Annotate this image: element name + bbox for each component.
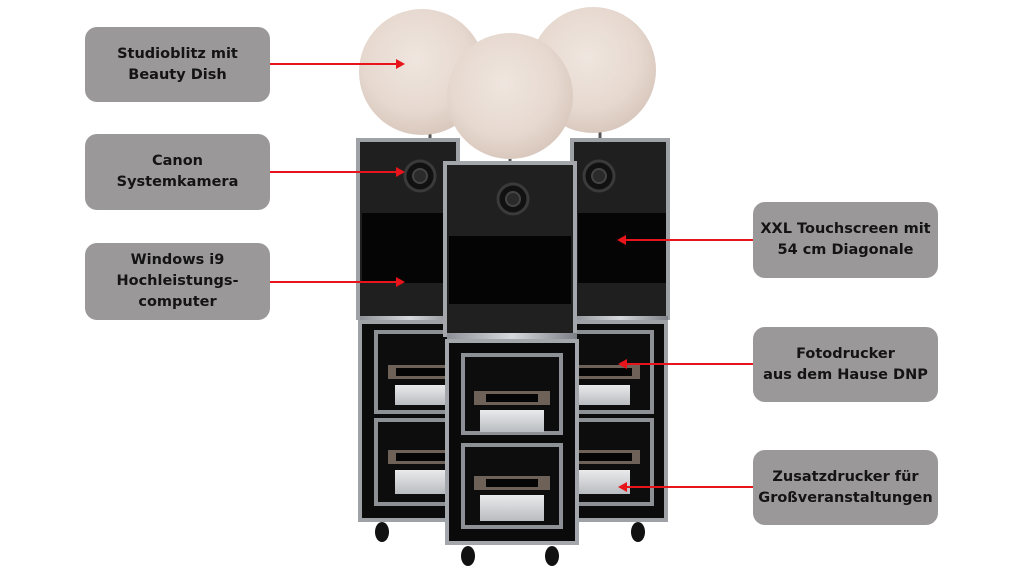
label-line: Systemkamera	[116, 174, 239, 190]
label-line: Fotodrucker	[796, 345, 895, 362]
arrow-kamera	[270, 167, 405, 177]
beauty-dish-lamp-front	[447, 33, 573, 170]
front-booth-upper-case	[443, 161, 577, 337]
label-line: Zusatzdrucker für	[772, 468, 919, 485]
arrow-zusatzdrucker	[618, 482, 753, 492]
label-studioblitz: Studioblitz mit Beauty Dish	[85, 27, 270, 102]
label-line: Hochleistungs-	[116, 273, 239, 289]
arrow-studioblitz	[270, 59, 405, 69]
label-line: Beauty Dish	[128, 66, 227, 83]
label-touchscreen: XXL Touchscreen mit 54 cm Diagonale	[753, 202, 938, 278]
label-line: Canon	[151, 153, 204, 169]
right-booth-printer-case	[570, 316, 668, 542]
label-line: aus dem Hause DNP	[763, 366, 928, 383]
label-computer: Windows i9 Hochleistungs- computer	[85, 243, 270, 320]
label-line: 54 cm Diagonale	[777, 242, 914, 258]
left-booth-upper-case	[356, 138, 460, 320]
front-booth-printer-case	[445, 333, 579, 566]
arrow-fotodrucker	[618, 359, 753, 369]
label-fotodrucker: Fotodrucker aus dem Hause DNP	[753, 327, 938, 402]
label-line: Großveranstaltungen	[758, 489, 933, 506]
label-line: Studioblitz mit	[117, 45, 238, 62]
arrow-touchscreen	[617, 235, 753, 245]
label-line: Windows i9	[130, 252, 225, 268]
arrow-computer	[270, 277, 405, 287]
label-line: XXL Touchscreen mit	[760, 221, 931, 237]
label-kamera: Canon Systemkamera	[85, 134, 270, 210]
right-booth-upper-case	[570, 138, 670, 320]
label-line: computer	[138, 294, 217, 310]
label-zusatzdrucker: Zusatzdrucker für Großveranstaltungen	[753, 450, 938, 525]
